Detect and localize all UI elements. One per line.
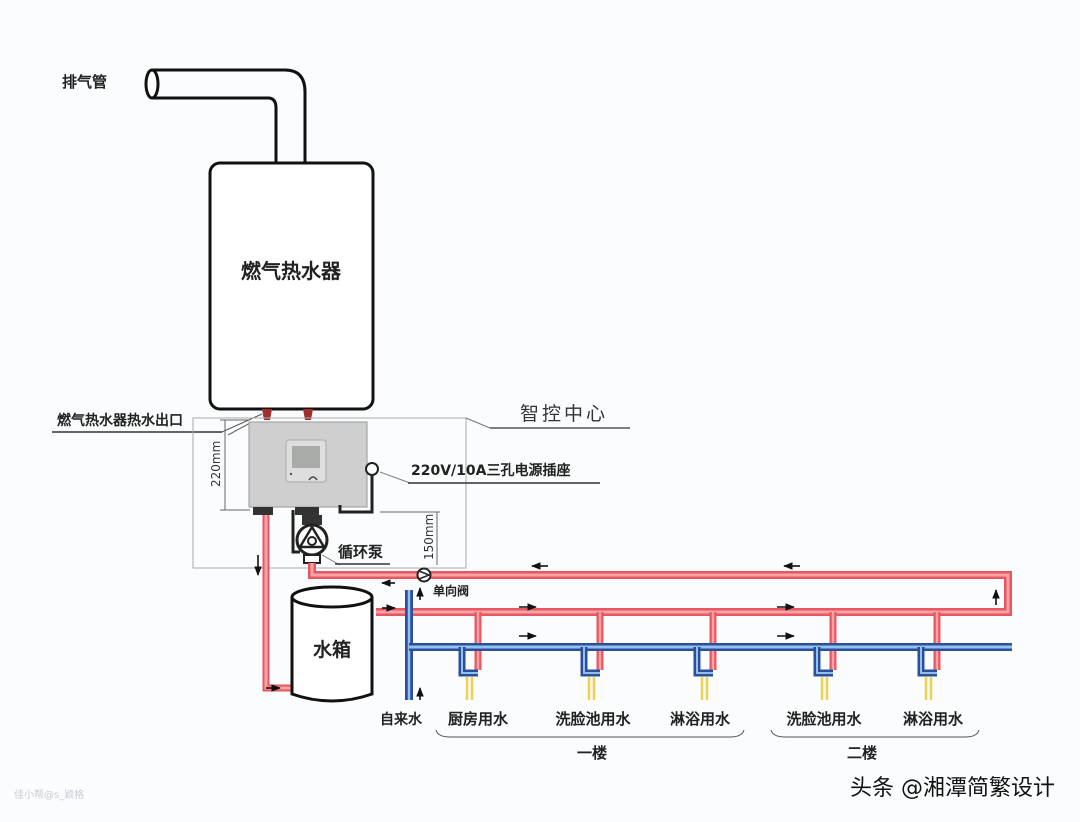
dimension-150mm: 150mm <box>380 511 440 565</box>
floor-2-brace <box>770 729 980 738</box>
power-socket <box>338 462 411 514</box>
floor-1-group: 厨房用水 洗脸池用水 淋浴用水 一楼 <box>435 710 745 762</box>
tap-water-label: 自来水 <box>380 711 423 728</box>
dim-150-label: 150mm <box>422 514 436 560</box>
outlet-label: 洗脸池用水 <box>555 710 631 728</box>
outlet-taps <box>465 677 933 700</box>
outlet-label: 淋浴用水 <box>670 710 731 728</box>
hot-branch-drops <box>474 612 941 670</box>
exhaust-pipe <box>144 68 307 163</box>
hot-water-pipes <box>262 515 1012 692</box>
control-center-boundary <box>192 417 467 569</box>
gas-water-heater <box>208 161 375 411</box>
circulation-pump <box>291 510 329 564</box>
dim-220-label: 220mm <box>209 441 223 487</box>
cold-water-pipes <box>405 590 1012 700</box>
control-knob-icon <box>308 476 318 481</box>
cold-u-loops <box>458 647 937 677</box>
heater-outlet-label: 燃气热水器热水出口 <box>57 412 183 429</box>
source-watermark: 头条 @湘潭简繁设计 <box>850 776 1055 801</box>
floor-2-group: 洗脸池用水 淋浴用水 二楼 <box>770 710 980 762</box>
tank-label: 水箱 <box>313 638 351 661</box>
outlet-label: 洗脸池用水 <box>786 710 862 728</box>
outlet-label: 淋浴用水 <box>903 710 964 728</box>
pump-label: 循环泵 <box>338 543 383 561</box>
control-display-screen <box>292 446 320 468</box>
dimension-220mm: 220mm <box>209 419 253 511</box>
check-valve-label: 单向阀 <box>433 583 469 598</box>
exhaust-pipe-label: 排气管 <box>62 73 107 91</box>
control-unit <box>248 421 368 515</box>
flow-arrows <box>254 555 1000 700</box>
floor-1-label: 一楼 <box>577 744 607 762</box>
heater-outlet-connectors <box>262 409 313 420</box>
control-center-label: 智控中心 <box>520 403 608 425</box>
water-tank <box>290 585 374 703</box>
check-valve <box>416 567 432 583</box>
outlet-label: 厨房用水 <box>448 710 509 728</box>
floor-1-brace <box>435 729 745 738</box>
faint-watermark: 佳小帮@s_颖格 <box>14 788 84 801</box>
heater-label: 燃气热水器 <box>241 259 342 283</box>
power-socket-label: 220V/10A三孔电源插座 <box>411 462 571 479</box>
floor-2-label: 二楼 <box>847 744 877 762</box>
